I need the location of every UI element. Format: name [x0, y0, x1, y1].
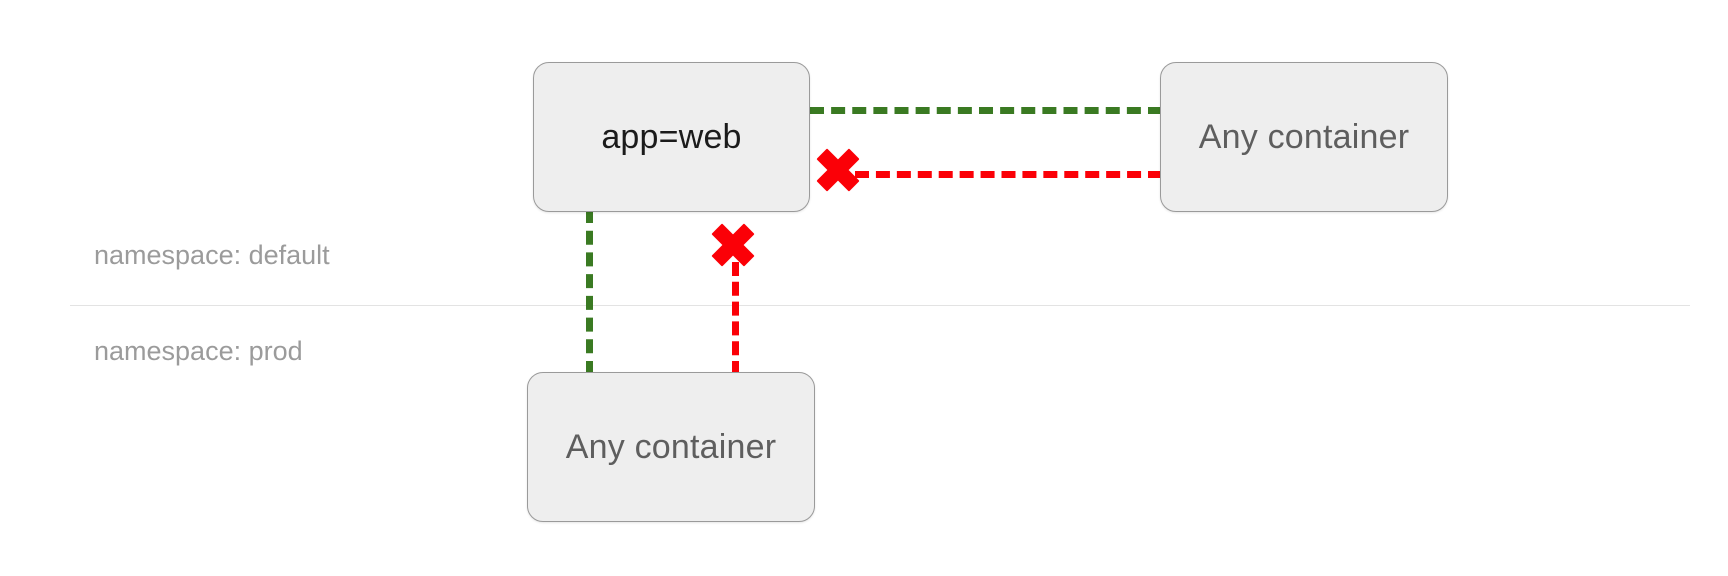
deny-x-icon-right — [816, 148, 860, 192]
node-any-container-prod[interactable]: Any container — [527, 372, 815, 522]
lane-label-prod: namespace: prod — [94, 336, 303, 366]
node-any-container-prod-label: Any container — [565, 427, 777, 466]
edge-web-to-bottom-allowed — [586, 209, 593, 375]
node-app-web[interactable]: app=web — [533, 62, 810, 212]
node-app-web-label: app=web — [601, 117, 742, 156]
deny-x-icon-bottom — [711, 223, 755, 267]
node-any-container-default[interactable]: Any container — [1160, 62, 1448, 212]
lane-divider — [70, 305, 1690, 306]
edge-web-to-right-allowed — [810, 107, 1162, 114]
node-any-container-default-label: Any container — [1198, 117, 1410, 156]
edge-web-to-bottom-denied — [732, 262, 739, 375]
edge-web-to-right-denied — [855, 171, 1162, 178]
lane-label-default: namespace: default — [94, 240, 330, 270]
